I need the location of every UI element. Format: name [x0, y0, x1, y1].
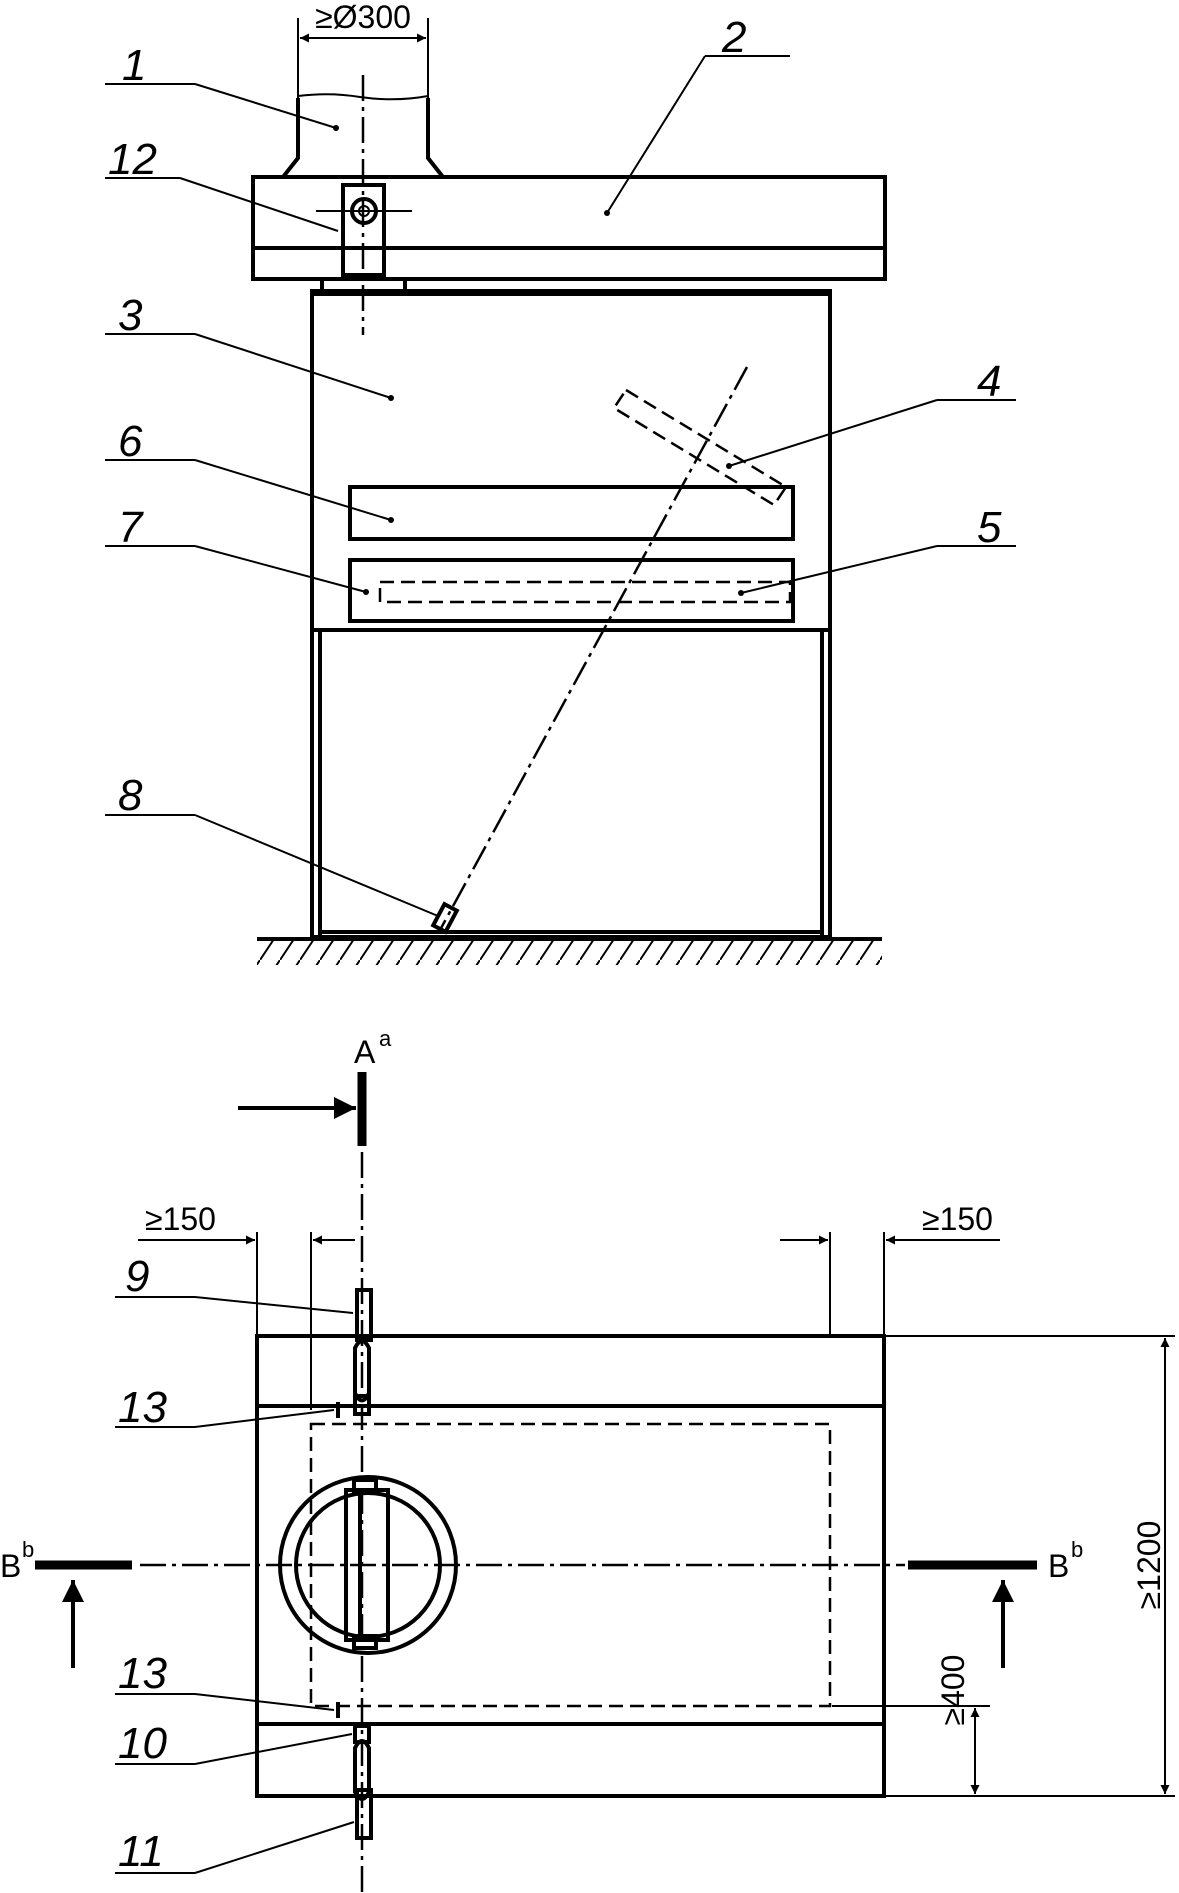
- depth-label: ≥1200: [1131, 1521, 1167, 1610]
- callout-5: 5: [977, 503, 1002, 552]
- elevation-callouts: 1 2 12 3 4 6 7 5 8: [105, 13, 1016, 917]
- inclined-specimen: [612, 388, 788, 507]
- section-b-letter-left: B: [0, 1548, 21, 1584]
- callout-8: 8: [118, 771, 143, 820]
- item-11: [355, 1788, 373, 1840]
- section-b-sup-left: b: [22, 1537, 34, 1562]
- section-a-sup: a: [379, 1026, 392, 1051]
- specimen-axis: [438, 366, 749, 931]
- section-b-markers: B b B b: [0, 1537, 1083, 1668]
- callout-7: 7: [118, 503, 144, 552]
- section-b-letter-right: B: [1048, 1548, 1069, 1584]
- exhaust-duct: [281, 93, 445, 179]
- rear-gap-label: ≥400: [935, 1655, 971, 1726]
- ignition-source: [430, 901, 460, 935]
- callout-6: 6: [118, 417, 143, 466]
- callout-9: 9: [125, 1252, 149, 1301]
- callout-2: 2: [721, 13, 746, 62]
- duct-diameter-dimension: ≥Ø300: [297, 0, 429, 118]
- panel-7: [348, 558, 795, 623]
- callout-4: 4: [977, 357, 1001, 406]
- left-clearance-label: ≥150: [145, 1201, 216, 1237]
- depth-dimensions: ≥1200 ≥400: [832, 1335, 1175, 1797]
- plan-details: [336, 1288, 378, 1840]
- callout-13-top: 13: [118, 1383, 167, 1432]
- floor-hatch: [257, 941, 882, 965]
- callout-13-bottom: 13: [118, 1649, 167, 1698]
- callout-1: 1: [122, 41, 146, 90]
- clearance-dimensions: ≥150 ≥150: [138, 1201, 1000, 1410]
- plan-view: A a ≥150 ≥150: [0, 1026, 1175, 1893]
- burner-5: [378, 580, 792, 604]
- cabinet: [310, 289, 832, 939]
- section-a-letter: A: [354, 1034, 376, 1070]
- duct-diameter-label: ≥Ø300: [315, 0, 411, 35]
- section-a-marker: A a: [238, 1026, 392, 1146]
- panel-6: [348, 485, 795, 541]
- right-clearance-label: ≥150: [922, 1201, 993, 1237]
- callout-3: 3: [118, 291, 143, 340]
- elevation-view: ≥Ø300: [105, 0, 1016, 965]
- hood: [251, 175, 887, 281]
- callout-12: 12: [108, 135, 157, 184]
- callout-11: 11: [118, 1827, 164, 1876]
- item-9: [355, 1288, 373, 1342]
- callout-10: 10: [118, 1719, 167, 1768]
- plan-callouts: 9 13 13 10 11: [115, 1252, 355, 1876]
- section-b-sup-right: b: [1071, 1537, 1083, 1562]
